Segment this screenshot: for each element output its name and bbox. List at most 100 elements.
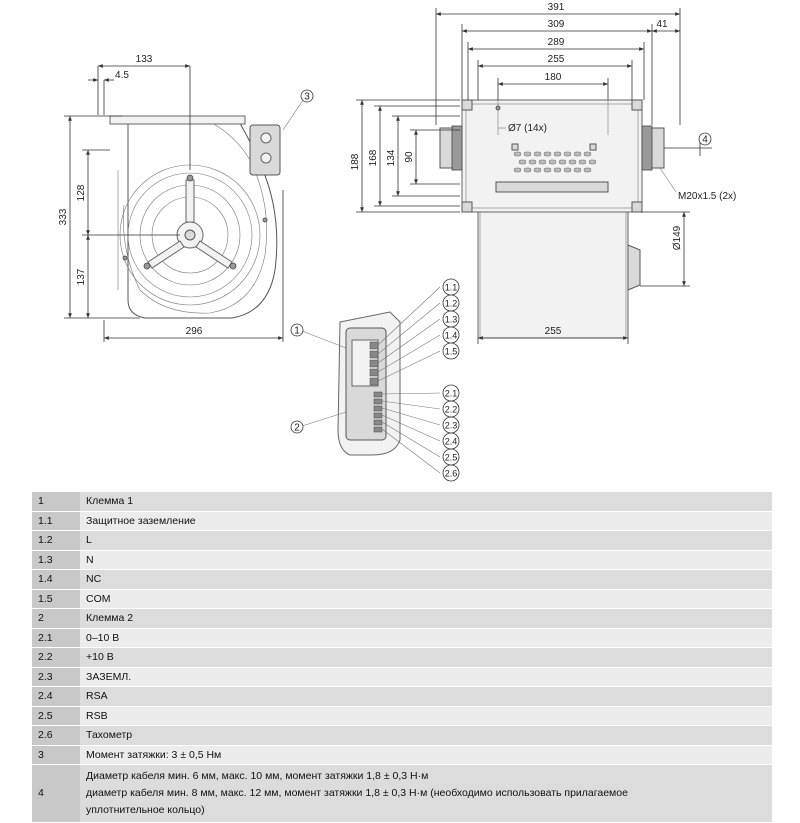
legend-row: 2.6 Тахометр xyxy=(32,725,772,746)
blower-side-view: 3 133 4.5 333 128 137 296 xyxy=(58,54,314,342)
dia149-label: Ø149 xyxy=(672,225,683,250)
callout-1-label: 1 xyxy=(294,326,300,337)
legend-description-line: Клемма 2 xyxy=(86,612,134,625)
legend-description-line: уплотнительное кольцо) xyxy=(86,804,205,816)
dim-41-label: 41 xyxy=(656,19,668,30)
legend-description: RSB xyxy=(80,706,772,726)
legend-description-line: ЗАЗЕМЛ. xyxy=(86,670,132,683)
pin-callout-1-1: 1.1 xyxy=(445,283,458,293)
legend-description-line: Диаметр кабеля мин. 6 мм, макс. 10 мм, м… xyxy=(86,770,429,782)
dim-128-label: 128 xyxy=(76,184,87,201)
dim-333-label: 333 xyxy=(58,208,69,225)
legend-description: NC xyxy=(80,569,772,590)
legend-number: 2 xyxy=(32,608,80,629)
pin-callout-1-3: 1.3 xyxy=(445,315,458,325)
legend-number: 1.5 xyxy=(32,589,80,609)
pin-callout-2-3: 2.3 xyxy=(445,421,458,431)
legend-number: 1.2 xyxy=(32,530,80,551)
pin-callout-2-5: 2.5 xyxy=(445,453,458,463)
legend-number: 3 xyxy=(32,745,80,765)
legend-number: 1.4 xyxy=(32,569,80,590)
legend-description-line: N xyxy=(86,553,94,566)
thread-label: M20x1.5 (2x) xyxy=(678,191,736,202)
pin-callout-1-5: 1.5 xyxy=(445,347,458,357)
legend-description-line: Клемма 1 xyxy=(86,495,134,508)
legend-description-line: 0–10 В xyxy=(86,631,120,644)
legend-row: 1.2 L xyxy=(32,530,772,551)
legend-description: Защитное заземление xyxy=(80,511,772,531)
legend-description: +10 В xyxy=(80,647,772,668)
legend-description: L xyxy=(80,530,772,551)
blower-front-view: 391 309 41 289 255 180 Ø7 (14x) 188 168 xyxy=(350,2,736,344)
dim-255-top-label: 255 xyxy=(548,54,565,65)
legend-number: 2.6 xyxy=(32,725,80,746)
legend-description: N xyxy=(80,550,772,570)
legend-row: 2 Клемма 2 xyxy=(32,608,772,629)
pin-callout-circle xyxy=(442,464,460,482)
legend-number: 2.1 xyxy=(32,628,80,648)
legend-row: 2.2 +10 В xyxy=(32,647,772,668)
legend-description-line: Тахометр xyxy=(86,729,133,742)
legend-row: 1.4 NC xyxy=(32,569,772,590)
pin-callout-1-4: 1.4 xyxy=(445,331,458,341)
legend-row: 1.5 COM xyxy=(32,589,772,609)
legend-description-line: L xyxy=(86,534,92,547)
legend-description-line: +10 В xyxy=(86,651,114,664)
legend-description: Клемма 1 xyxy=(80,492,772,512)
legend-description: Диаметр кабеля мин. 6 мм, макс. 10 мм, м… xyxy=(80,764,772,823)
legend-description: COM xyxy=(80,589,772,609)
legend-description-line: Момент затяжки: 3 ± 0,5 Нм xyxy=(86,748,222,761)
dim-90-label: 90 xyxy=(404,151,415,163)
legend-number: 4 xyxy=(32,764,80,823)
legend-description: Тахометр xyxy=(80,725,772,746)
legend-number: 1.3 xyxy=(32,550,80,570)
legend-description: Момент затяжки: 3 ± 0,5 Нм xyxy=(80,745,772,765)
pin-callout-2-4: 2.4 xyxy=(445,437,458,447)
legend-row: 3 Момент затяжки: 3 ± 0,5 Нм xyxy=(32,745,772,765)
legend-number: 2.2 xyxy=(32,647,80,668)
terminal-detail-view: 1.11.21.31.41.5 2.12.22.32.42.52.6 1 2 xyxy=(290,278,460,482)
legend-description-line: NC xyxy=(86,573,102,586)
dim-168-label: 168 xyxy=(368,149,379,166)
legend-row: 1 Клемма 1 xyxy=(32,492,772,512)
legend-row: 4 Диаметр кабеля мин. 6 мм, макс. 10 мм, … xyxy=(32,764,772,823)
dim-289-label: 289 xyxy=(548,37,565,48)
dim-296-label: 296 xyxy=(186,326,203,337)
legend-row: 2.1 0–10 В xyxy=(32,628,772,648)
dim-133-label: 133 xyxy=(136,54,153,65)
dim-309-label: 309 xyxy=(548,19,565,30)
dim-255-bottom-label: 255 xyxy=(545,326,562,337)
dim-134-label: 134 xyxy=(386,149,397,166)
legend-row: 2.4 RSA xyxy=(32,686,772,707)
legend-description: Клемма 2 xyxy=(80,608,772,629)
legend-row: 2.3 ЗАЗЕМЛ. xyxy=(32,667,772,687)
legend-number: 2.4 xyxy=(32,686,80,707)
legend-description-line: RSB xyxy=(86,709,108,722)
callout-2-label: 2 xyxy=(294,423,300,434)
callout-3-label: 3 xyxy=(304,92,310,103)
dim-188-label: 188 xyxy=(350,153,361,170)
hole-label: Ø7 (14x) xyxy=(508,123,547,134)
technical-drawing: 3 133 4.5 333 128 137 296 xyxy=(58,2,736,482)
legend-description: 0–10 В xyxy=(80,628,772,648)
legend-number: 1 xyxy=(32,492,80,512)
pin-callout-2-6: 2.6 xyxy=(445,469,458,479)
pin-callout-circle xyxy=(442,342,460,360)
pin-callout-2-1: 2.1 xyxy=(445,389,458,399)
dim-391-label: 391 xyxy=(548,2,565,13)
legend-row: 1.1 Защитное заземление xyxy=(32,511,772,531)
legend-description-line: диаметр кабеля мин. 8 мм, макс. 12 мм, м… xyxy=(86,787,628,799)
legend-row: 1.3 N xyxy=(32,550,772,570)
dim-137-label: 137 xyxy=(76,268,87,285)
pin-callout-1-2: 1.2 xyxy=(445,299,458,309)
legend-number: 2.3 xyxy=(32,667,80,687)
callout-4-label: 4 xyxy=(702,135,708,146)
legend-description-line: COM xyxy=(86,592,111,605)
legend-description-line: RSA xyxy=(86,690,108,703)
legend-number: 1.1 xyxy=(32,511,80,531)
legend-description-line: Защитное заземление xyxy=(86,514,196,527)
dim-4-5-label: 4.5 xyxy=(115,70,129,81)
legend-description: RSA xyxy=(80,686,772,707)
